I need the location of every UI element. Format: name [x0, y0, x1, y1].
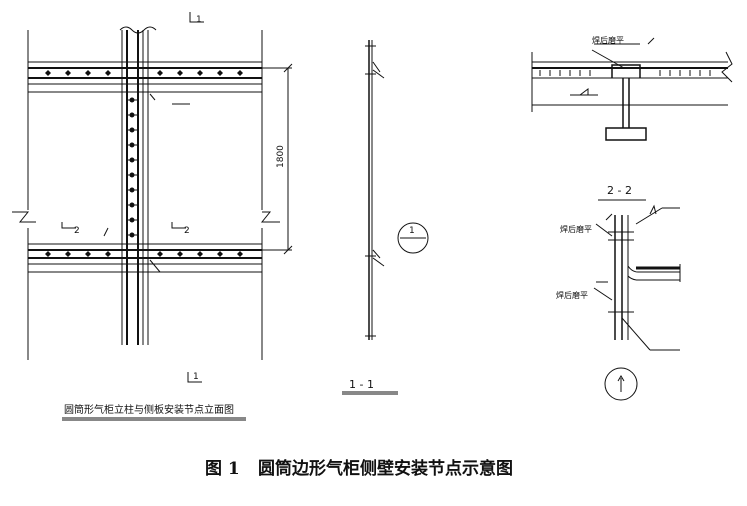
section-2-2-weld-note-top: 焊后磨平	[560, 224, 592, 234]
elevation-caption: 圆筒形气柜立柱与侧板安装节点立面图	[64, 403, 234, 416]
elevation-section-mark-bottom: 1	[193, 372, 199, 382]
section-2-2-view	[593, 199, 681, 401]
elevation-section-mark-top: 1	[196, 15, 202, 25]
elevation-section-mark-left: 2	[74, 226, 80, 236]
section-1-1-detail-number: 1	[409, 226, 415, 236]
section-2-2-top-view	[531, 37, 733, 141]
top-weld-note: 焊后磨平	[592, 35, 624, 45]
section-1-1-view	[342, 40, 429, 395]
elevation-section-mark-mid: 2	[184, 226, 190, 236]
figure-title: 圆筒边形气柜侧壁安装节点示意图	[258, 458, 513, 479]
figure-number: 图 1	[205, 459, 240, 479]
dimension-label: 1800	[276, 145, 286, 168]
elevation-view	[12, 12, 293, 383]
section-2-2-label: 2 - 2	[607, 184, 632, 197]
section-2-2-weld-note-bottom: 焊后磨平	[556, 290, 588, 300]
section-1-1-label: 1 - 1	[349, 378, 374, 391]
